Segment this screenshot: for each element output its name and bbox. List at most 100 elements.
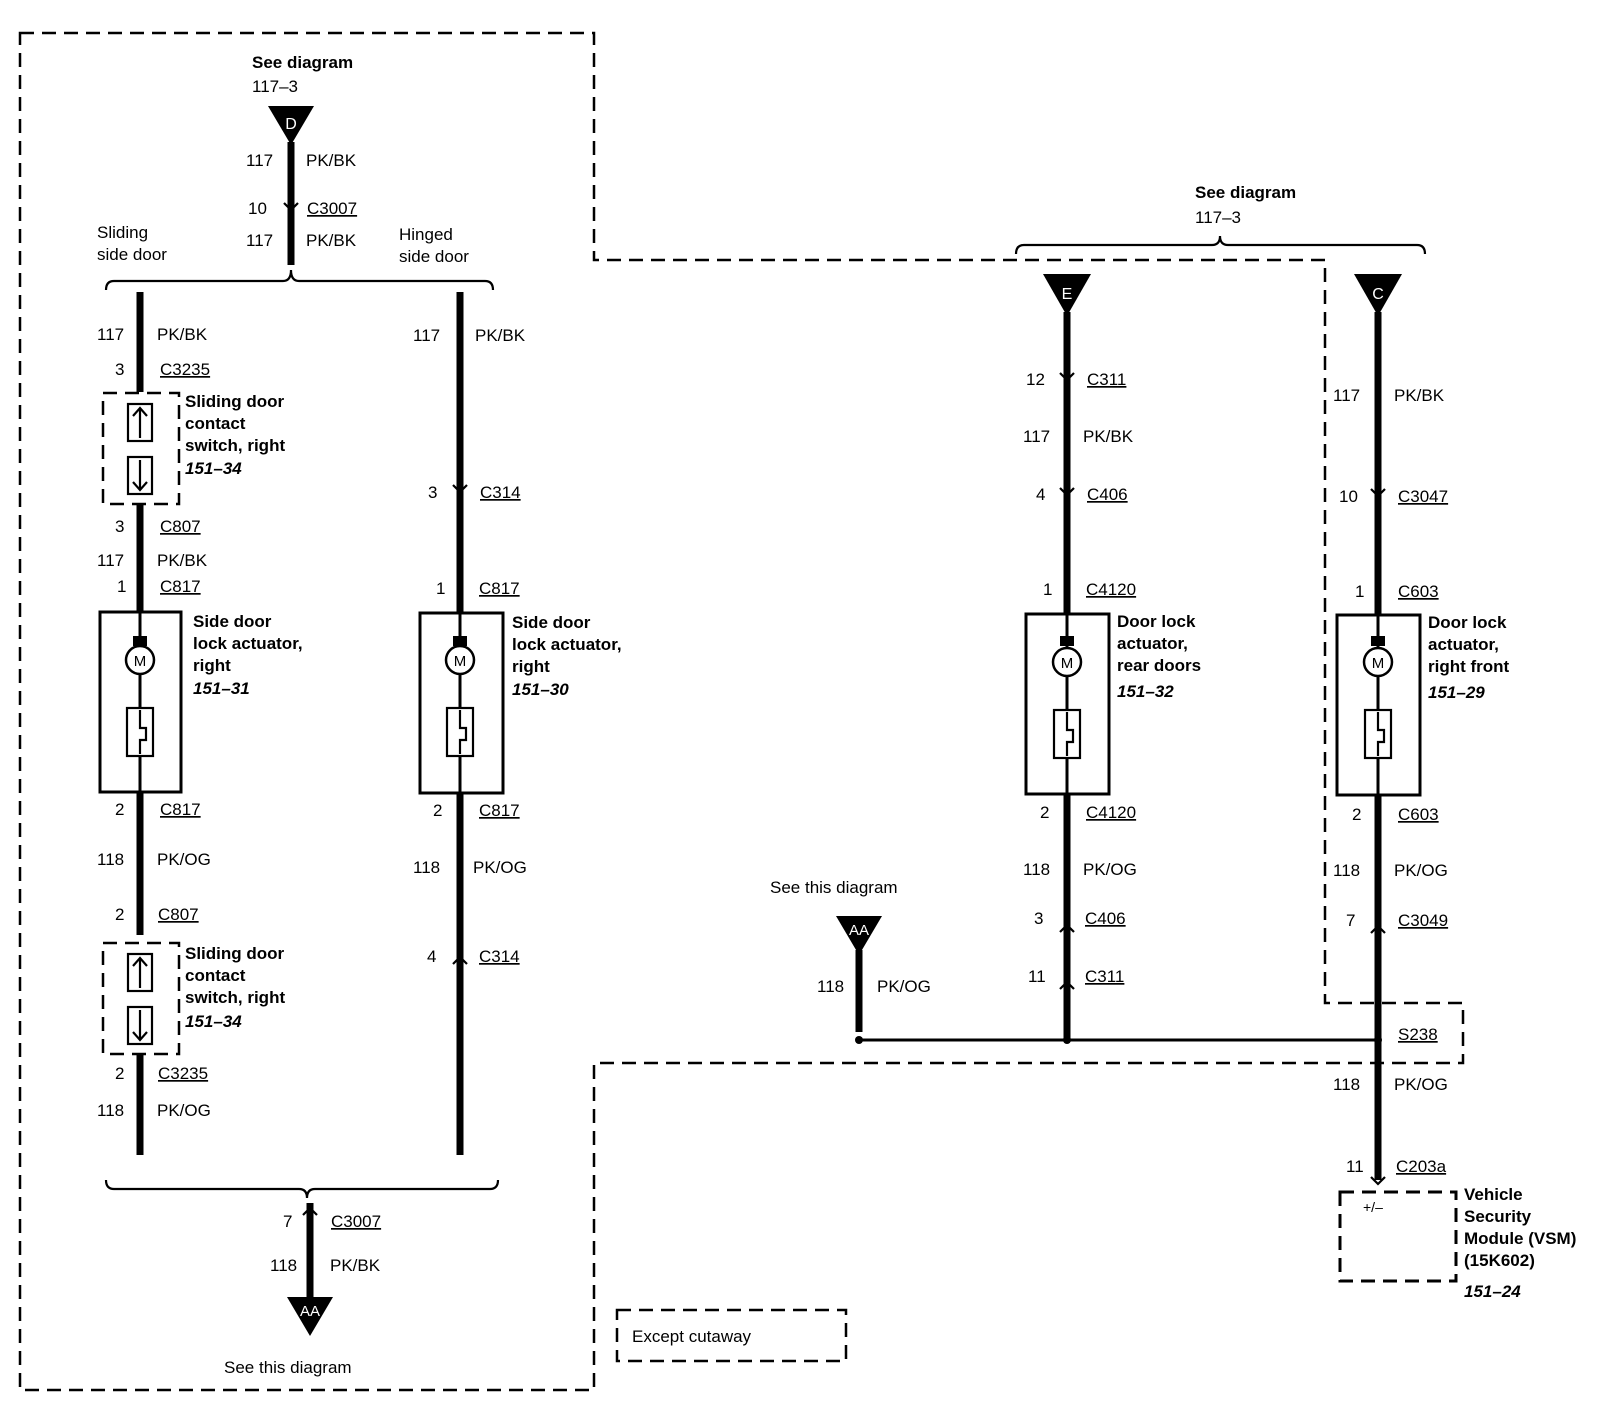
mid-see-this-diagram: See this diagram [770, 878, 898, 897]
wire-s1-color: PK/BK [157, 325, 208, 344]
wire-c3-color: PK/OG [1394, 1075, 1448, 1094]
bottom-see-this-diagram: See this diagram [224, 1358, 352, 1377]
right-see-diagram-label: See diagram [1195, 183, 1296, 202]
c311-bot-pin: 11 [1028, 967, 1046, 986]
switch-2-lower-symbol [126, 1005, 154, 1046]
act3-name-3: rear doors [1117, 656, 1201, 675]
c314-bot-mark [452, 955, 468, 965]
actuator-3-motor [1051, 646, 1083, 678]
sw2-name-1: Sliding door [185, 944, 285, 963]
sw2-name-2: contact [185, 966, 246, 985]
c311-top-pin: 12 [1026, 370, 1045, 389]
c603-top-label: C603 [1398, 582, 1439, 601]
c4120-top-label: C4120 [1086, 580, 1136, 599]
actuator-1-lock-glyph [138, 710, 148, 754]
sw1-name-3: switch, right [185, 436, 285, 455]
c817-h-top-pin: 1 [436, 579, 445, 598]
sw1-ref: 151–34 [185, 459, 242, 478]
wire-e1-circuit: 117 [1023, 427, 1050, 446]
actuator-1-motor [124, 644, 156, 676]
c817-s-top-label: C817 [160, 577, 201, 596]
c3047-mark [1370, 488, 1386, 498]
c3047-pin: 10 [1339, 487, 1358, 506]
split-bracket-top [104, 269, 495, 291]
act1-ref: 151–31 [193, 679, 250, 698]
c603-bot-label: C603 [1398, 805, 1439, 824]
actuator-2-motor-m: M [454, 653, 467, 670]
c311-top-label: C311 [1087, 370, 1126, 389]
branch-hinged-2: side door [399, 247, 469, 266]
c4120-top-pin: 1 [1043, 580, 1052, 599]
wire-c2-circuit: 118 [1333, 861, 1360, 880]
splice-dot-aa [855, 1036, 863, 1044]
connector-c-letter: C [1372, 286, 1384, 303]
wire-bot-circuit: 118 [270, 1256, 297, 1275]
c817-h-bot-label: C817 [479, 801, 520, 820]
act3-ref: 151–32 [1117, 682, 1174, 701]
c4120-bot-label: C4120 [1086, 803, 1136, 822]
c203a-mark [1370, 1176, 1386, 1186]
c311-bot-label: C311 [1085, 967, 1124, 986]
vsm-name-4: (15K602) [1464, 1251, 1535, 1270]
c3235-top-label: C3235 [160, 360, 210, 379]
legend-except-cutaway: Except cutaway [632, 1327, 752, 1346]
c817-s-top-pin: 1 [117, 577, 126, 596]
sw2-name-3: switch, right [185, 988, 285, 1007]
actuator-1-motor-cap [133, 636, 147, 646]
actuator-4-lock-glyph [1376, 712, 1386, 756]
act2-ref: 151–30 [512, 680, 569, 699]
connector-d-letter: D [285, 116, 297, 133]
wire-s4-circuit: 118 [97, 1101, 124, 1120]
sw1-name-2: contact [185, 414, 246, 433]
connector-aa-mid-triangle [836, 916, 882, 955]
c314-bot-label: C314 [479, 947, 520, 966]
actuator-2-motor [444, 644, 476, 676]
wire-s1-circuit: 117 [97, 325, 124, 344]
wire-e2-circuit: 118 [1023, 860, 1050, 879]
actuator-2-motor-cap [453, 636, 467, 646]
wire-c2-color: PK/OG [1394, 861, 1448, 880]
c603-top-pin: 1 [1355, 582, 1364, 601]
c3049-pin: 7 [1346, 911, 1355, 930]
connector-c-triangle [1354, 274, 1402, 316]
vsm-pin-polarity: +/– [1363, 1199, 1383, 1215]
c203a-label: C203a [1396, 1157, 1447, 1176]
c3235-top-pin: 3 [115, 360, 124, 379]
wire-bot-color: PK/BK [330, 1256, 381, 1275]
c406-e-top-mark [1059, 487, 1075, 497]
actuator-1-motor-m: M [134, 653, 147, 670]
c3049-mark [1370, 924, 1386, 934]
c3007-bot-label: C3007 [331, 1212, 381, 1231]
c3047-label: C3047 [1398, 487, 1448, 506]
region-left-outline [18, 31, 1465, 1392]
switch-2-upper-symbol [126, 952, 154, 993]
actuator-3-motor-m: M [1061, 655, 1074, 672]
switch-2-up-arrow [132, 956, 148, 988]
wire-aa-color: PK/OG [877, 977, 931, 996]
c4120-bot-pin: 2 [1040, 803, 1049, 822]
c807-bot-pin: 2 [115, 905, 124, 924]
act2-name-2: lock actuator, [512, 635, 622, 654]
c314-bot-pin: 4 [427, 947, 436, 966]
c817-h-bot-pin: 2 [433, 801, 442, 820]
c807-top-pin: 3 [115, 517, 124, 536]
connector-aa-bottom-letters: AA [300, 1303, 320, 1320]
wire-top2-color: PK/BK [306, 231, 357, 250]
splice-dot-s238 [1374, 1036, 1382, 1044]
c406-bot-label: C406 [1085, 909, 1126, 928]
connector-aa-bottom-triangle [287, 1297, 333, 1336]
c3007-bot-mark [302, 1206, 318, 1216]
wire-h2-circuit: 118 [413, 858, 440, 877]
branch-hinged-1: Hinged [399, 225, 453, 244]
act2-name-3: right [512, 657, 550, 676]
connector-c3007-top-mark [283, 202, 299, 212]
legend-box [615, 1308, 848, 1363]
branch-sliding-1: Sliding [97, 223, 148, 242]
switch-2-down-arrow [132, 1010, 148, 1042]
merge-bracket-bottom [104, 1179, 500, 1199]
vsm-ref: 151–24 [1464, 1282, 1521, 1301]
c311-e-bot-mark [1059, 980, 1075, 990]
vsm-name-1: Vehicle [1464, 1185, 1523, 1204]
switch-1-lower-symbol [126, 455, 154, 496]
switch-1-up-arrow [132, 406, 148, 438]
